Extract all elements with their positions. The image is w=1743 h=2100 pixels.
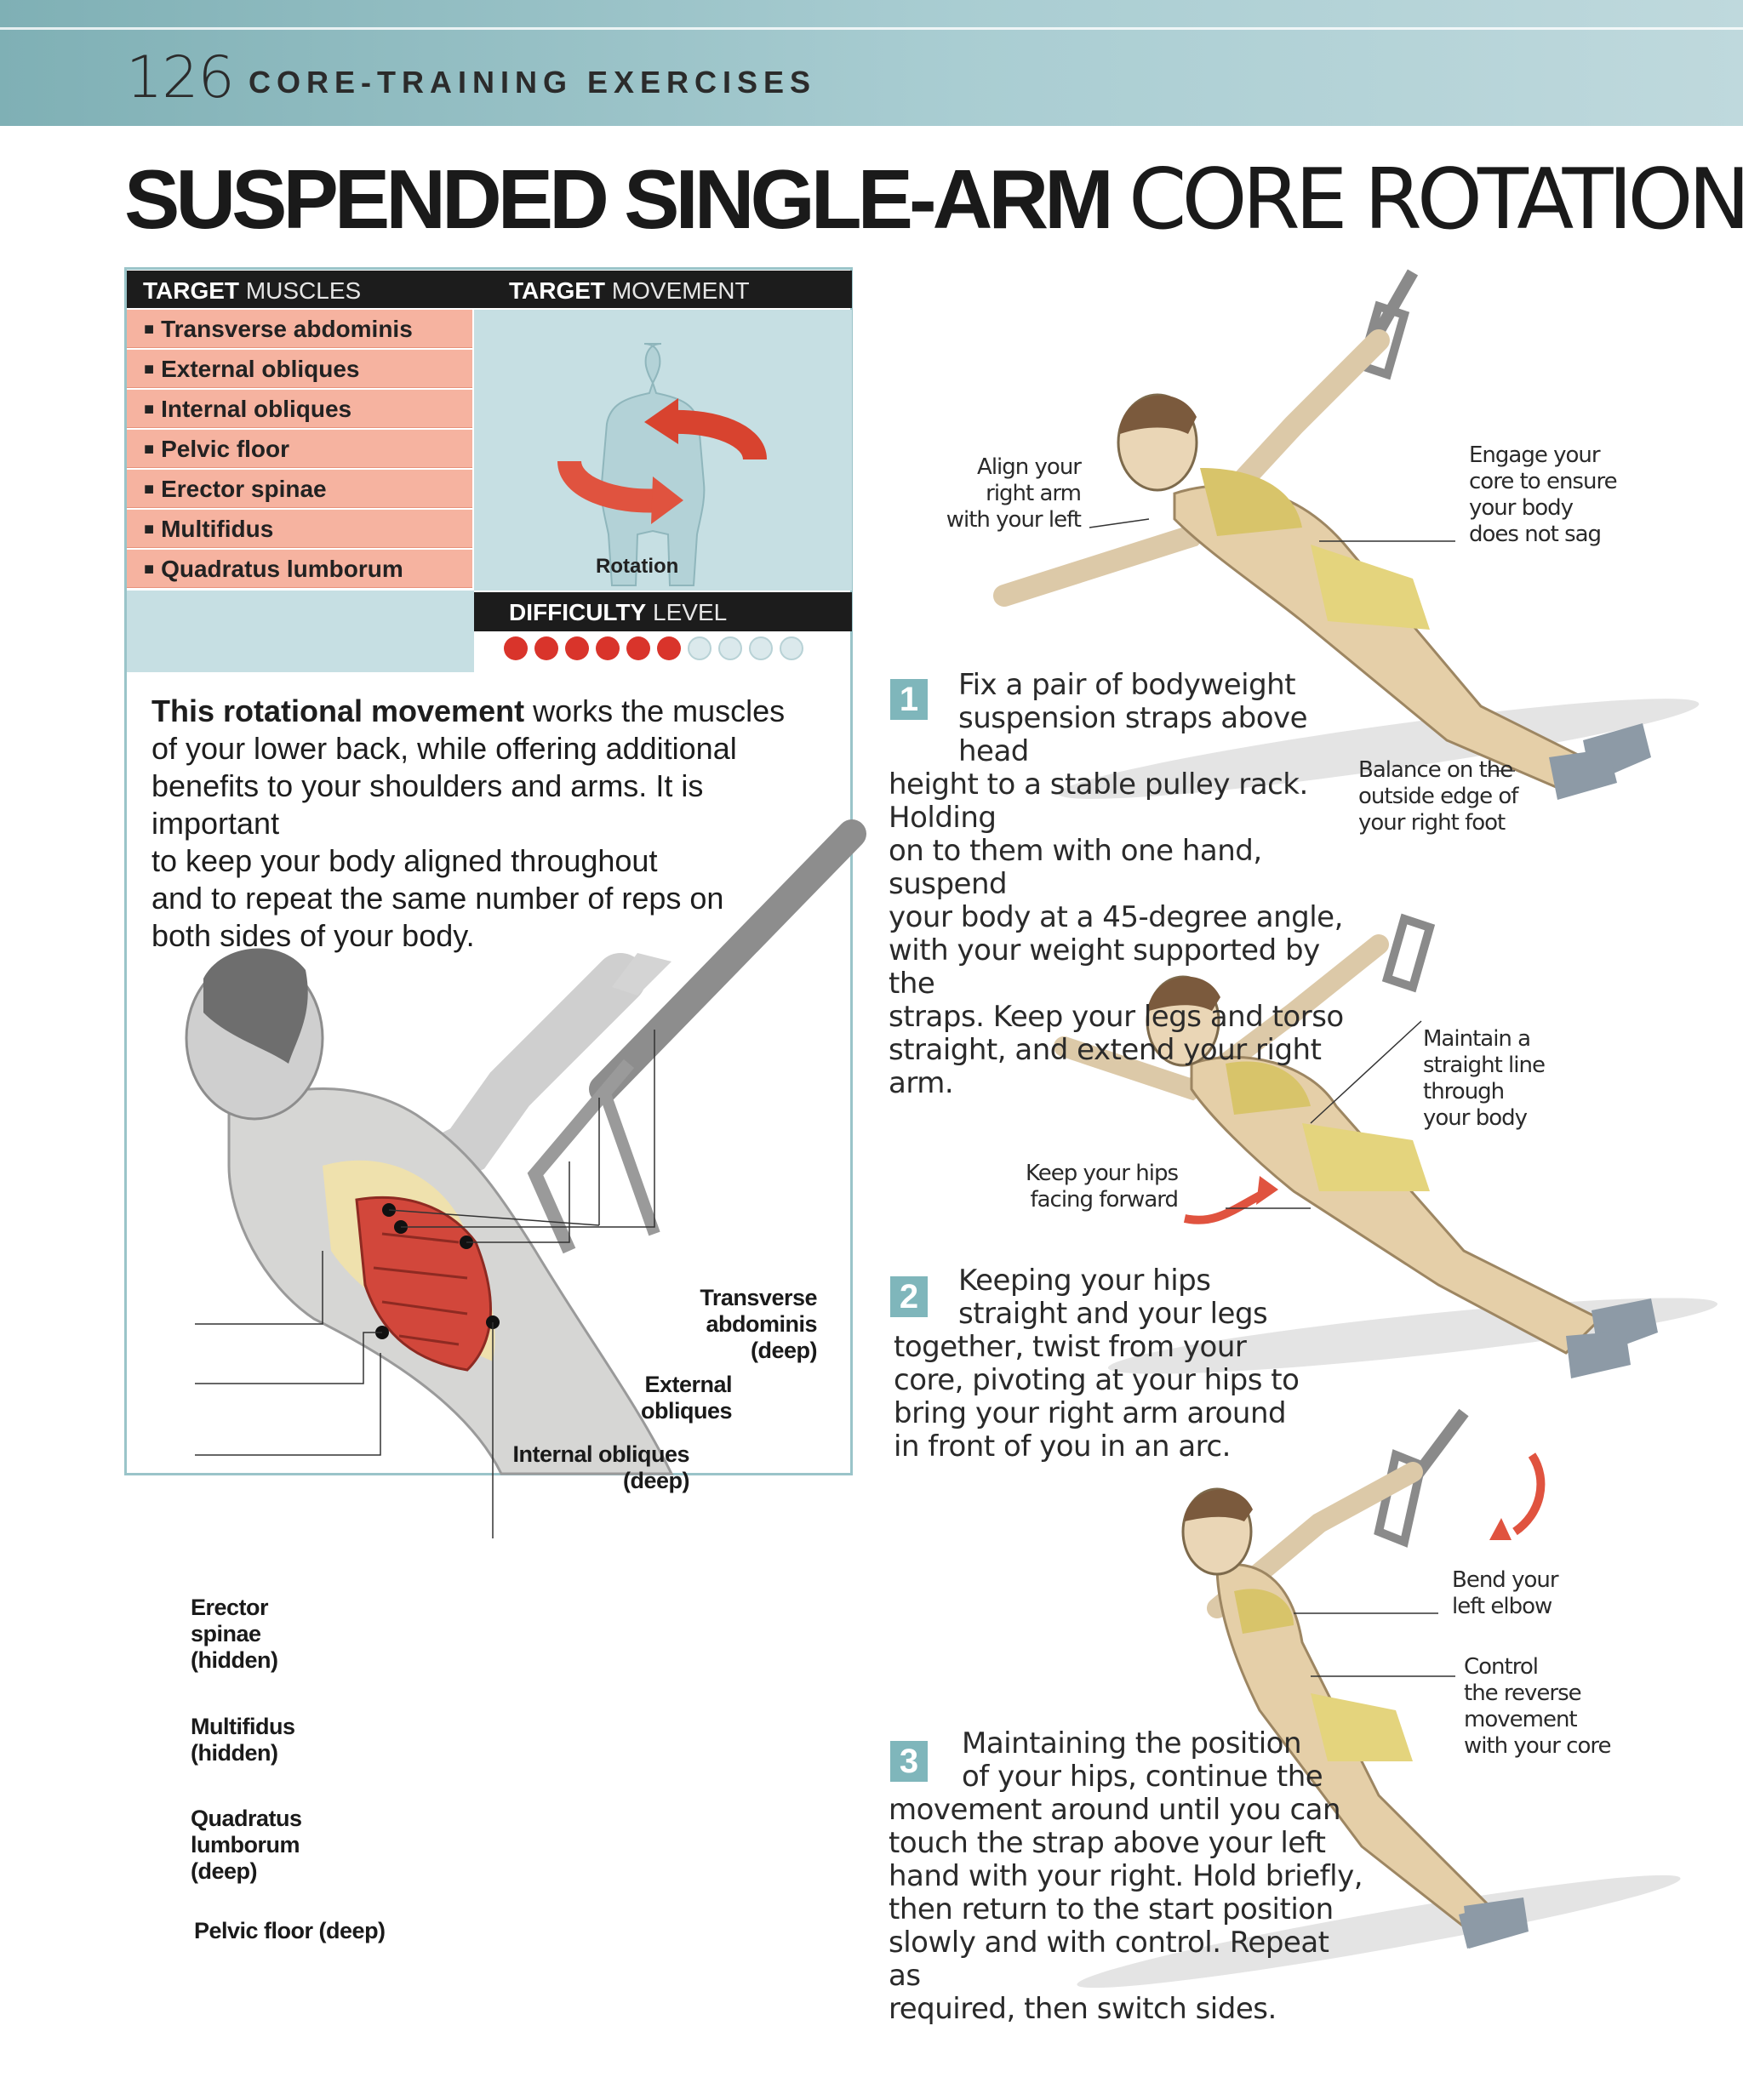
list-item: Quadratus lumborum (127, 550, 472, 588)
rotation-icon (557, 343, 767, 586)
rotation-label: Rotation (596, 555, 679, 578)
intro-line: of your lower back, while offering addit… (151, 731, 737, 766)
header-top-line (0, 27, 1743, 30)
step-number-2: 2 (890, 1276, 928, 1317)
step-2-text: Keeping your hips straight and your legs… (894, 1264, 1300, 1464)
list-item: Erector spinae (127, 470, 472, 508)
figure-step-3 (1077, 1408, 1681, 1989)
anatomy-illustration (185, 819, 866, 1538)
difficulty-heading: DIFFICULTY LEVEL (509, 599, 728, 625)
label-multifidus: Multifidus(hidden) (191, 1714, 295, 1766)
panel-blue-fill (127, 591, 474, 672)
intro-bold: This rotational movement (151, 693, 525, 728)
list-item: Multifidus (127, 510, 472, 548)
intro-line: and to repeat the same number of reps on (151, 881, 724, 916)
page-title: SUSPENDED SINGLE-ARM CORE ROTATION (124, 151, 1743, 248)
intro-paragraph: This rotational movement works the muscl… (151, 693, 832, 955)
label-pelvic-floor: Pelvic floor (deep) (194, 1918, 386, 1943)
difficulty-dot (626, 636, 650, 660)
figure-step-1 (993, 269, 1700, 800)
intro-line: benefits to your shoulders and arms. It … (151, 768, 704, 841)
step-1-text: Fix a pair of bodyweight suspension stra… (889, 668, 1344, 1100)
difficulty-dot (657, 636, 681, 660)
figure-step-2 (1054, 913, 1718, 1378)
difficulty-header-bar (474, 592, 852, 631)
intro-line: works the muscles (533, 693, 786, 728)
target-muscles-heading: TARGET MUSCLES (143, 277, 362, 304)
difficulty-dot (688, 636, 711, 660)
difficulty-dot (749, 636, 773, 660)
list-item: Internal obliques (127, 390, 472, 428)
difficulty-dot (780, 636, 803, 660)
intro-line: to keep your body aligned throughout (151, 843, 658, 878)
difficulty-dot (534, 636, 558, 660)
step-number-1: 1 (890, 679, 928, 720)
target-movement-heading: TARGET MOVEMENT (509, 277, 750, 304)
difficulty-dot (504, 636, 528, 660)
difficulty-dot (596, 636, 620, 660)
title-bold: SUSPENDED SINGLE-ARM (124, 152, 1114, 246)
intro-line: both sides of your body. (151, 918, 475, 953)
step-3-text: Maintaining the position of your hips, c… (889, 1726, 1363, 2026)
section-title: CORE-TRAINING EXERCISES (249, 65, 817, 100)
difficulty-meter (504, 636, 810, 665)
page-number: 126 (126, 44, 235, 111)
label-internal-obliques: Internal obliques(deep) (512, 1441, 689, 1493)
list-item: External obliques (127, 350, 472, 388)
list-item: Transverse abdominis (127, 310, 472, 348)
difficulty-dot (565, 636, 589, 660)
target-header-bar (127, 271, 852, 308)
title-light: CORE ROTATION (1129, 151, 1743, 248)
target-muscle-list: Transverse abdominis External obliques I… (127, 310, 472, 590)
difficulty-dot (718, 636, 742, 660)
list-item: Pelvic floor (127, 430, 472, 468)
step-number-3: 3 (890, 1741, 928, 1782)
page-header-band (0, 0, 1743, 126)
